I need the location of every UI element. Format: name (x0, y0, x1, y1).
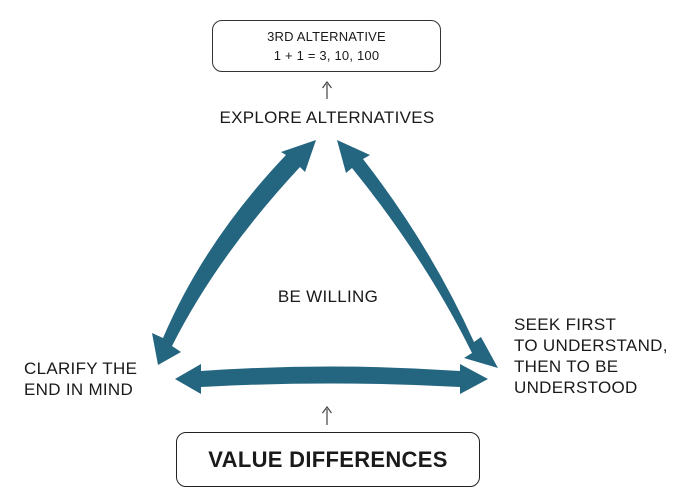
clarify-line-1: CLARIFY THE (24, 359, 138, 378)
clarify-line-2: END IN MIND (24, 380, 134, 399)
seek-line-4: UNDERSTOOD (514, 378, 638, 397)
third-alternative-formula: 1 + 1 = 3, 10, 100 (273, 48, 380, 63)
be-willing-label: BE WILLING (277, 287, 379, 306)
right-double-arrow (337, 140, 498, 368)
left-double-arrow (152, 140, 316, 365)
thin-arrow-top (322, 81, 332, 99)
bottom-double-arrow (175, 364, 488, 394)
seek-first-label: SEEK FIRST TO UNDERSTAND, THEN TO BE UND… (514, 314, 668, 398)
seek-line-1: SEEK FIRST (514, 315, 617, 334)
third-alternative-box: 3RD ALTERNATIVE 1 + 1 = 3, 10, 100 (212, 20, 441, 72)
value-differences-label: VALUE DIFFERENCES (208, 446, 448, 472)
seek-line-2: TO UNDERSTAND, (514, 336, 668, 355)
third-alternative-title: 3RD ALTERNATIVE (267, 29, 386, 44)
explore-alternatives-label: EXPLORE ALTERNATIVES (219, 108, 435, 127)
thin-arrow-bottom (322, 406, 332, 425)
clarify-end-in-mind-label: CLARIFY THE END IN MIND (24, 358, 137, 400)
seek-line-3: THEN TO BE (514, 357, 619, 376)
value-differences-box: VALUE DIFFERENCES (176, 432, 480, 487)
